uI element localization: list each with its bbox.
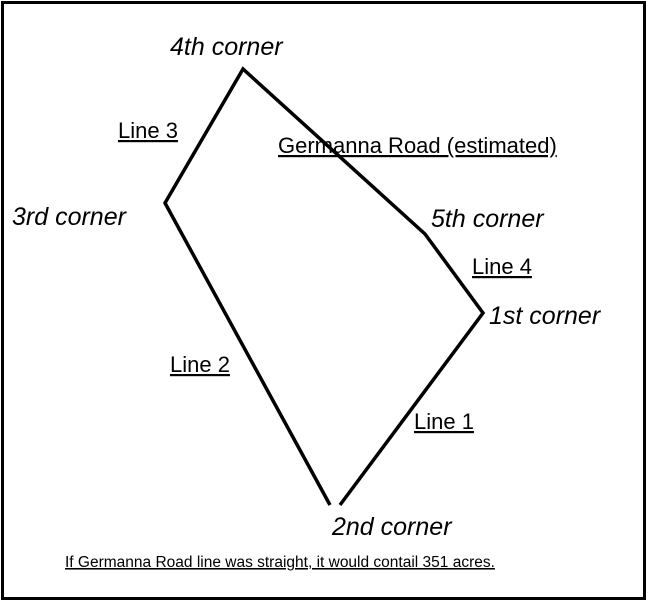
corner-3-label: 3rd corner [12,203,128,231]
property-boundary [162,66,486,507]
line-3-label: Line 3 [118,118,178,143]
acreage-note: If Germanna Road line was straight, it w… [65,554,495,571]
road-label: Germanna Road (estimated) [278,133,557,158]
line-1-label: Line 1 [414,409,474,434]
line-2-label: Line 2 [170,352,230,377]
corner-5-label: 5th corner [431,205,545,233]
corner-2-label: 2nd corner [331,513,453,541]
corner-4-label: 4th corner [170,33,284,61]
corner-1-label: 1st corner [489,302,602,330]
line-4-label: Line 4 [472,254,532,279]
